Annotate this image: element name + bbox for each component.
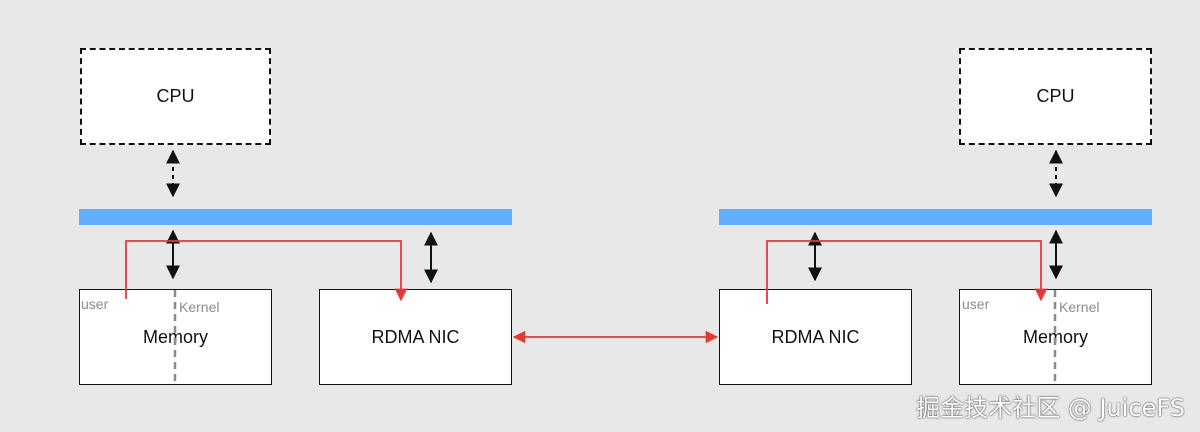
- right-rdma-nic-label: RDMA NIC: [771, 326, 860, 347]
- left-rdma-nic-label: RDMA NIC: [371, 326, 460, 347]
- left-cpu-box: CPU: [80, 48, 271, 145]
- left-system-bus: [79, 209, 512, 225]
- right-user-label: user: [962, 296, 990, 312]
- right-zero-copy-path: [766, 240, 1048, 304]
- right-cpu-label: CPU: [1036, 86, 1075, 106]
- left-zero-copy-path: [125, 240, 408, 302]
- right-cpu-box: CPU: [959, 48, 1152, 145]
- left-user-label: user: [81, 296, 109, 312]
- left-cpu-label: CPU: [156, 86, 195, 106]
- left-kernel-label: Kernel: [179, 299, 220, 315]
- right-kernel-label: Kernel: [1059, 299, 1100, 315]
- left-rdma-nic-box: RDMA NIC: [319, 289, 512, 385]
- right-system-bus: [719, 209, 1152, 225]
- right-memory-label: Memory: [1022, 326, 1088, 347]
- right-rdma-nic-box: RDMA NIC: [719, 289, 912, 385]
- watermark-text: 掘金技术社区 @ JuiceFS: [916, 394, 1185, 422]
- left-memory-label: Memory: [142, 326, 208, 347]
